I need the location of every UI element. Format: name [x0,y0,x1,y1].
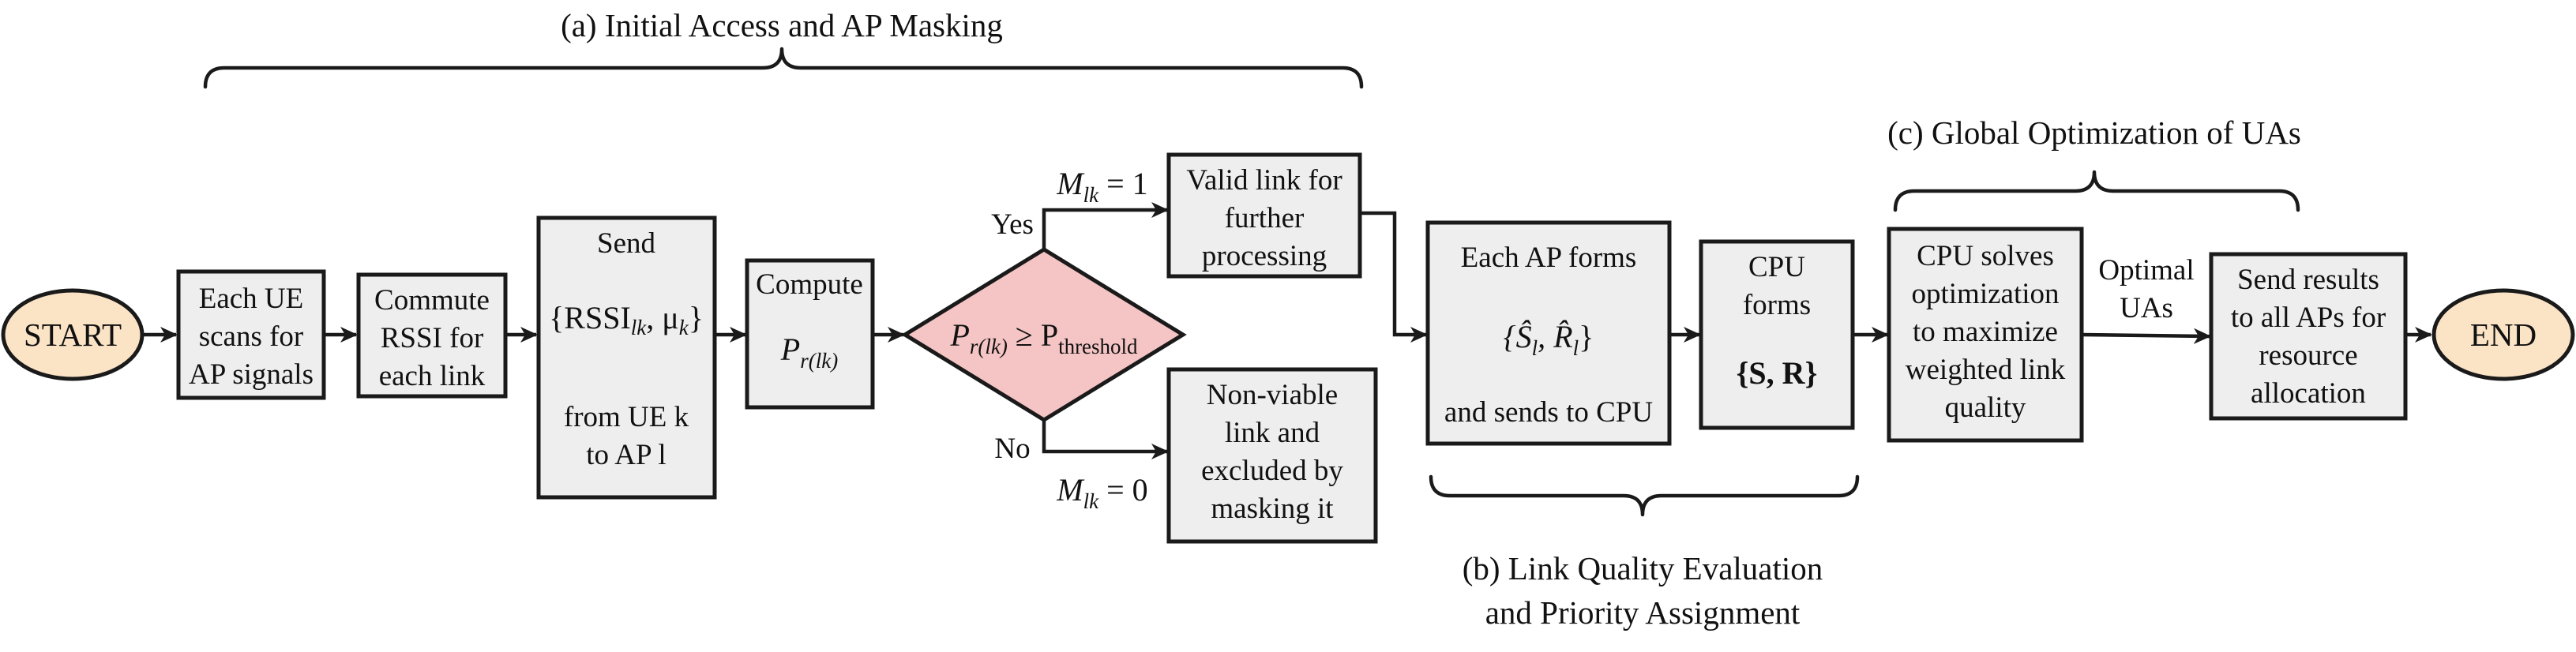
valid-link-node: Valid link for further processing [1166,152,1362,279]
send-bottom-line-1: from UE k [564,401,689,433]
send-results-line-3: resource [2259,339,2357,372]
nonviable-link-node: Non-viable link and excluded by masking … [1166,367,1378,544]
cpu-solves-line-5: quality [1945,392,2026,424]
commute-line-1: Commute [374,284,490,317]
nonviable-line-2: link and [1225,417,1320,449]
section-a-title: (a) Initial Access and AP Masking [561,7,1003,43]
edge-valid-apforms [1360,211,1428,343]
nonviable-line-4: masking it [1211,493,1334,525]
valid-line-1: Valid link for [1186,164,1342,197]
decision-math: Pr(lk) ≥ Pthreshold [949,317,1138,358]
edge-decision-no [1042,420,1169,459]
compute-label: Compute [756,268,863,301]
section-c-title: (c) Global Optimization of UAs [1887,114,2301,151]
section-b-title-line2: and Priority Assignment [1485,594,1801,631]
send-top-label: Send [597,227,656,260]
optimal-label-line-2: UAs [2120,292,2173,324]
send-results-node: Send results to all APs for resource all… [2209,252,2408,421]
scan-line-1: Each UE [199,283,304,315]
end-label: END [2470,317,2537,353]
scan-node: Each UE scans for AP signals [176,269,326,400]
scan-line-3: AP signals [189,358,314,391]
yes-label: Yes [991,208,1034,241]
commute-line-2: RSSI for [381,322,484,354]
section-b-title-line1: (b) Link Quality Evaluation [1463,550,1823,586]
cpu-forms-node: CPU forms {S, R} [1699,239,1855,430]
start-label: START [24,317,122,353]
commute-node: Commute RSSI for each link [356,272,508,399]
section-c-brace [1893,170,2300,212]
section-b-brace [1429,474,1860,517]
compute-node: Compute Pr(lk) [745,258,875,410]
send-results-line-1: Send results [2237,264,2379,296]
edge-cpusolves-sendresults [2081,328,2211,344]
send-bottom-line-2: to AP l [586,439,666,471]
end-node: END [2431,288,2575,381]
cpu-solves-line-3: to maximize [1913,316,2058,348]
cpu-solves-line-1: CPU solves [1917,240,2054,272]
m-equals-one-label: Mlk = 1 [1056,166,1147,207]
valid-line-3: processing [1202,240,1327,272]
valid-line-2: further [1225,202,1305,234]
send-results-line-2: to all APs for [2231,302,2386,334]
send-results-line-4: allocation [2251,377,2366,410]
cpu-solves-line-4: weighted link [1906,354,2066,386]
ap-forms-top: Each AP forms [1461,242,1637,274]
nonviable-line-1: Non-viable [1207,379,1338,411]
ap-forms-bottom: and sends to CPU [1444,396,1653,429]
no-label: No [994,433,1030,465]
cpu-solves-node: CPU solves optimization to maximize weig… [1887,227,2084,443]
edge-decision-yes [1042,202,1169,249]
cpu-solves-line-2: optimization [1911,278,2059,310]
send-math: {RSSIlk, μk} [549,300,704,339]
threshold-decision: Pr(lk) ≥ Pthreshold [901,247,1187,422]
commute-line-3: each link [379,360,486,392]
cpu-forms-line-1: CPU [1748,251,1805,283]
cpu-forms-math: {S, R} [1737,355,1818,391]
send-node: Send {RSSIlk, μk} from UE k to AP l [536,215,717,500]
compute-math: Pr(lk) [780,332,838,373]
scan-line-2: scans for [199,320,304,353]
start-node: START [1,288,145,381]
nonviable-line-3: excluded by [1201,455,1343,487]
cpu-forms-line-2: forms [1743,289,1811,321]
optimal-label-line-1: Optimal [2098,254,2194,287]
m-equals-zero-label: Mlk = 0 [1056,472,1147,513]
ap-forms-node: Each AP forms {Ŝl, R̂l} and sends to CPU [1425,220,1672,446]
section-a-brace [203,47,1364,89]
ap-forms-math: {Ŝl, R̂l} [1504,319,1594,360]
